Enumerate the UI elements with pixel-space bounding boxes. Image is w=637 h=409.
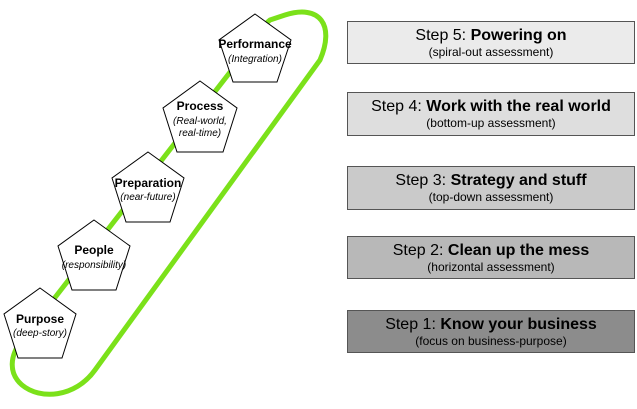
- pentagon-process: Process (Real-world, real-time): [162, 80, 238, 153]
- step-2-heading: Step 2: Clean up the mess: [348, 241, 634, 260]
- pentagon-people: People (responsibility): [57, 219, 131, 291]
- pentagon-subtitle: (near-future): [120, 192, 175, 203]
- step-1-description: (focus on business-purpose): [415, 334, 567, 348]
- pentagon-purpose: Purpose (deep-story): [3, 287, 77, 359]
- pentagon-shape: [57, 219, 131, 291]
- step-3-box: Step 3: Strategy and stuff (top-down ass…: [347, 166, 635, 210]
- pentagon-title: Purpose: [16, 312, 64, 326]
- pentagon-title: People: [74, 243, 114, 257]
- step-5-title: Powering on: [470, 27, 567, 44]
- pentagon-subtitle-line-2: real-time): [179, 128, 221, 139]
- pentagon-subtitle: (Real-world,: [173, 116, 227, 127]
- step-1-heading: Step 1: Know your business: [348, 315, 634, 334]
- step-3-description: (top-down assessment): [428, 190, 554, 204]
- pentagon-subtitle: (Integration): [228, 54, 282, 65]
- step-4-description: (bottom-up assessment): [426, 116, 556, 130]
- pentagon-title: Preparation: [115, 176, 182, 190]
- step-5-heading: Step 5: Powering on: [348, 26, 634, 45]
- step-4-prefix: Step 4:: [371, 98, 427, 115]
- step-3-heading: Step 3: Strategy and stuff: [348, 171, 634, 190]
- step-4-heading: Step 4: Work with the real world: [348, 97, 634, 116]
- pentagon-shape: [111, 151, 185, 223]
- pentagon-shape: [162, 80, 238, 153]
- pentagon-subtitle: (responsibility): [62, 260, 126, 271]
- step-2-prefix: Step 2:: [392, 242, 448, 259]
- step-1-box: Step 1: Know your business (focus on bus…: [347, 310, 635, 353]
- pentagon-shape: [3, 287, 77, 359]
- step-2-box: Step 2: Clean up the mess (horizontal as…: [347, 236, 635, 279]
- step-4-title: Work with the real world: [426, 98, 611, 115]
- pentagon-subtitle: (deep-story): [13, 328, 67, 339]
- step-1-prefix: Step 1:: [385, 316, 441, 333]
- step-3-title: Strategy and stuff: [450, 172, 587, 189]
- step-2-title: Clean up the mess: [447, 242, 590, 259]
- pentagon-performance: Performance (Integration): [218, 13, 292, 83]
- step-1-title: Know your business: [440, 316, 597, 333]
- pentagon-shape: [218, 13, 292, 83]
- pentagon-title: Performance: [218, 37, 292, 51]
- step-3-prefix: Step 3:: [395, 172, 451, 189]
- pentagon-preparation: Preparation (near-future): [111, 151, 185, 223]
- step-5-prefix: Step 5:: [415, 27, 471, 44]
- step-5-description: (spiral-out assessment): [428, 45, 554, 59]
- pentagon-title: Process: [177, 99, 224, 113]
- step-4-box: Step 4: Work with the real world (bottom…: [347, 92, 635, 136]
- step-2-description: (horizontal assessment): [427, 260, 555, 274]
- step-5-box: Step 5: Powering on (spiral-out assessme…: [347, 21, 635, 64]
